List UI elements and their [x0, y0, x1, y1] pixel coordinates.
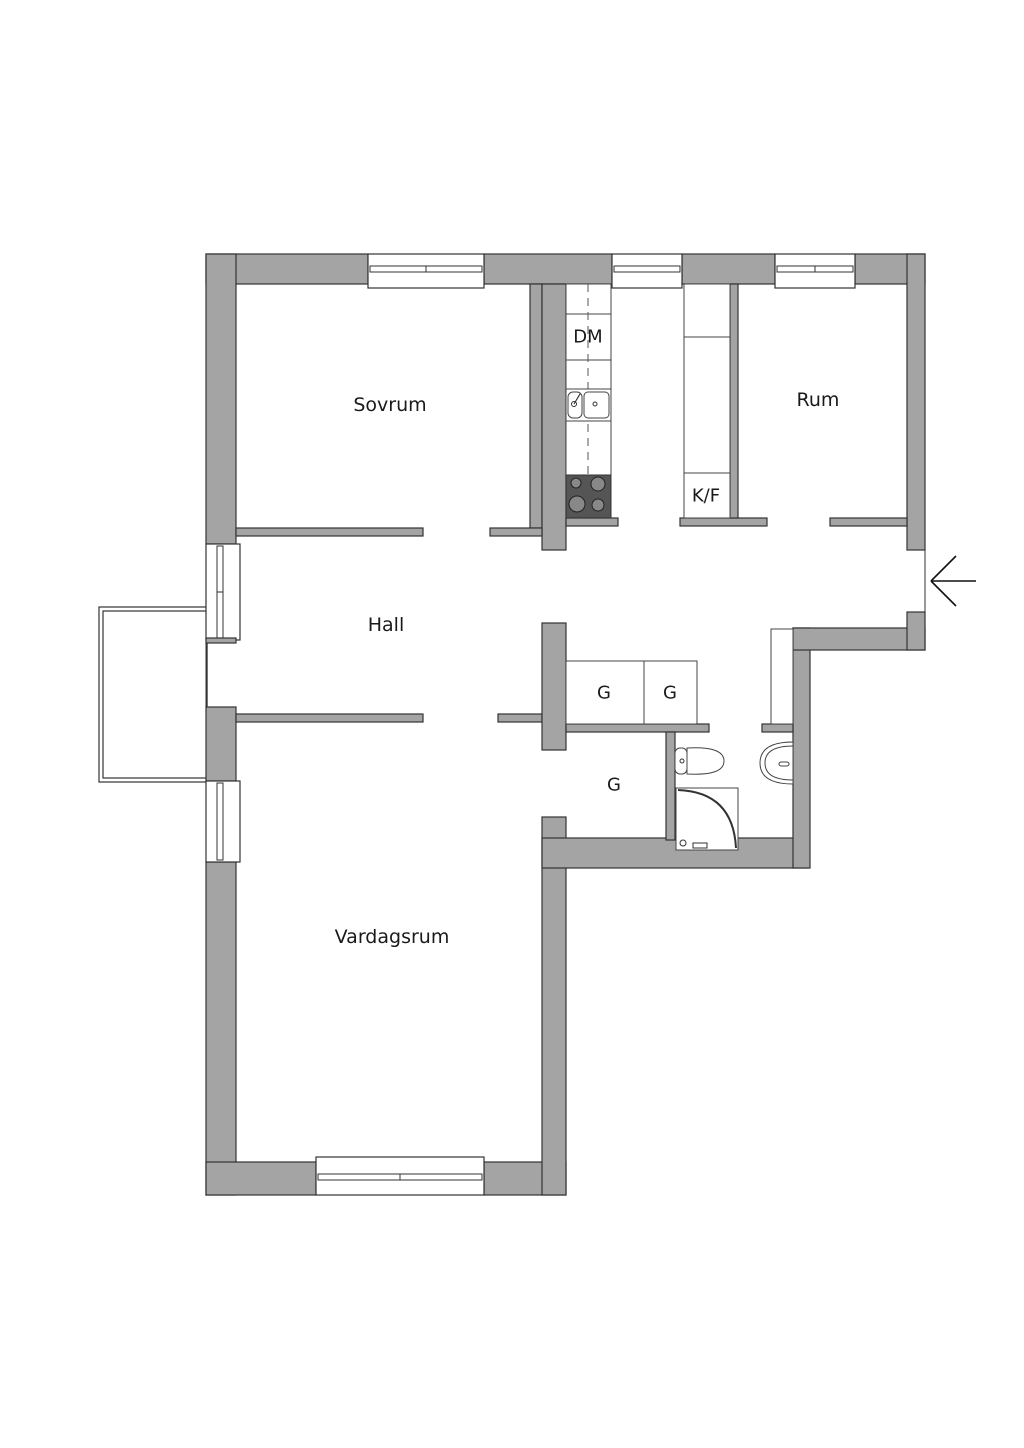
room-label-vardagsrum: Vardagsrum — [334, 926, 450, 948]
walls — [205, 253, 926, 1196]
room-label-rum: Rum — [796, 389, 840, 411]
bathroom — [674, 741, 794, 851]
entrance-arrow-icon — [930, 555, 976, 607]
kitchen-counter — [565, 283, 612, 519]
window-kitchen — [611, 253, 683, 289]
balcony — [98, 606, 208, 783]
sink-icon — [565, 388, 612, 422]
windows — [205, 253, 926, 1196]
window-sovrum — [367, 253, 485, 289]
window-rum — [774, 253, 856, 289]
closet-label-2: G — [663, 682, 677, 704]
window-vardagsrum-bottom — [315, 1156, 485, 1196]
dishwasher-label: DM — [573, 326, 603, 348]
window-vardagsrum-side — [205, 780, 241, 863]
closet-label-3: G — [607, 774, 621, 796]
closet-label-1: G — [597, 682, 611, 704]
shower-icon — [675, 787, 739, 851]
closets — [565, 628, 794, 725]
washbasin-icon — [759, 741, 794, 785]
fridge-freezer-label: K/F — [691, 485, 721, 507]
window-hall — [205, 543, 241, 641]
room-label-sovrum: Sovrum — [353, 394, 427, 416]
room-label-hall: Hall — [367, 614, 405, 636]
toilet-icon — [674, 747, 725, 775]
fridge-column — [683, 283, 731, 519]
stove-icon — [565, 474, 612, 519]
